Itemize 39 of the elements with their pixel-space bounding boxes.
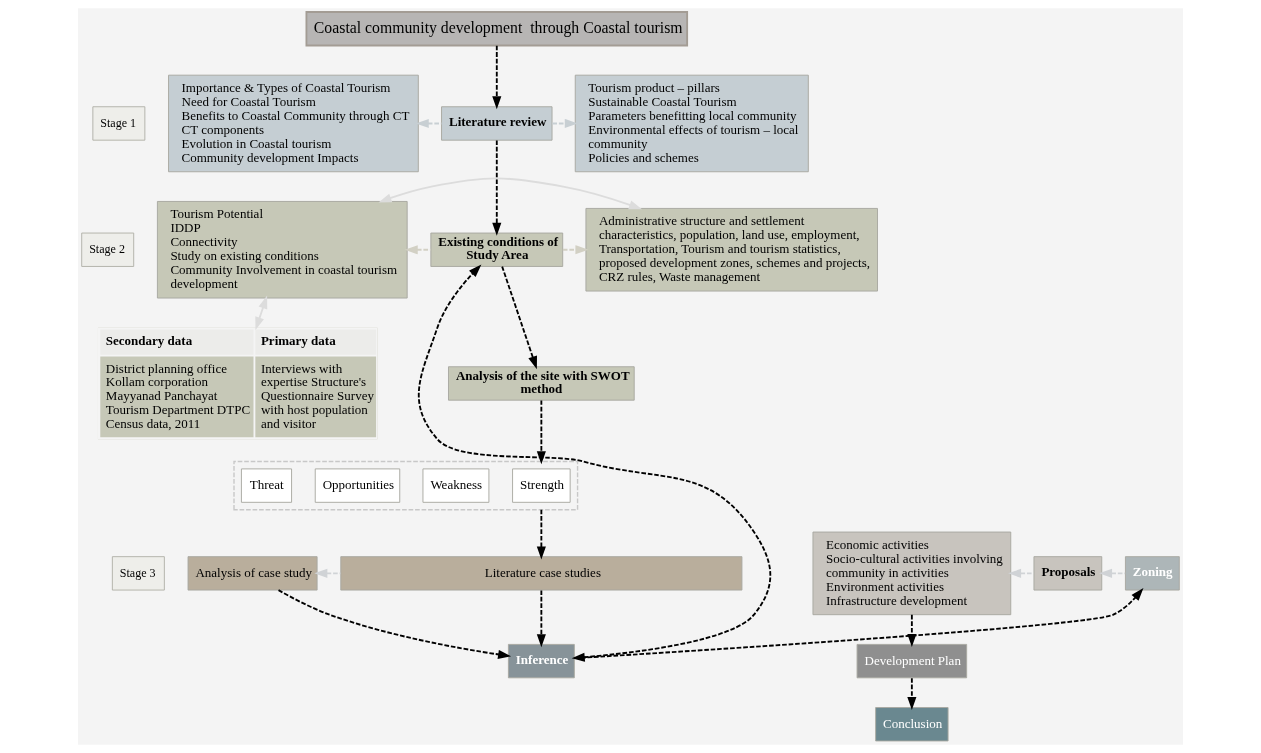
node-box: Stage 2	[81, 232, 135, 267]
node-box: Analysis of the site with SWOT method	[448, 366, 635, 401]
node-box: Strength	[512, 468, 571, 503]
node-box: Stage 1	[92, 106, 146, 141]
node-box: Tourism Potential IDDP Connectivity Study on existing conditions Community Involvement in coastal tourism development	[156, 201, 408, 299]
node-box: Proposals	[1033, 556, 1103, 591]
node-box: Weakness	[422, 468, 490, 503]
node-box: Tourism product – pillars Sustainable Coastal Tourism Parameters benefitting local community Environmental effects of tourism – local community Policies and schemes	[574, 74, 809, 173]
node-box: Zoning	[1124, 556, 1180, 591]
arrow	[404, 245, 432, 255]
arrow	[492, 44, 502, 110]
cluster	[233, 460, 579, 511]
node-box: Analysis of case study	[187, 556, 318, 591]
node-box: Inference	[507, 643, 575, 679]
node-box: Importance & Types of Coastal Tourism Need for Coastal Tourism Benefits to Coastal Community through CT CT components Evolution in Coastal tourism Community development Impacts	[168, 74, 419, 173]
arrow	[1099, 568, 1127, 578]
arrow	[907, 677, 917, 710]
arrow	[501, 265, 537, 370]
node-box: Stage 3	[111, 556, 165, 591]
node-box: Literature case studies	[340, 556, 743, 591]
node-box: Development Plan	[856, 643, 968, 679]
arrow	[492, 139, 502, 236]
arrow	[536, 508, 546, 560]
node-box: Conclusion	[875, 707, 949, 742]
arrow	[255, 295, 268, 331]
arrow	[561, 245, 589, 255]
node-box: Literature review	[441, 106, 553, 141]
arrow	[551, 118, 578, 129]
node-box: Economic activities Socio-cultural activities involving community in activities Environment activities Infrastructure development	[812, 531, 1012, 616]
node-box: Coastal community development through Coastal tourism	[305, 11, 689, 47]
node-box: Opportunities	[314, 468, 401, 503]
arrow	[1008, 568, 1035, 578]
arrow	[378, 177, 642, 210]
node-box: Threat	[240, 468, 293, 503]
node-box: Administrative structure and settlement characteristics, population, land use, employment, Transportation, Tourism and tourism statistics, proposed development zones, schemes and projects, CRZ rules, Waste management	[585, 207, 878, 292]
arrow	[536, 399, 546, 465]
node-box: Existing conditions of Study Area	[430, 232, 564, 267]
arrow	[536, 589, 546, 648]
arrow	[277, 589, 512, 659]
